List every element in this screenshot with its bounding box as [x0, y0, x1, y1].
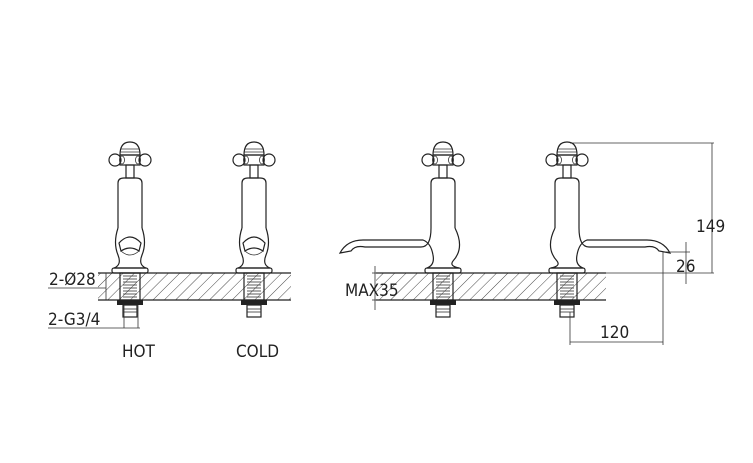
dim-height: 149 — [570, 142, 725, 274]
dim-spout-reach: 120 — [569, 252, 664, 345]
dim-spout-height: 26 — [663, 242, 695, 284]
cold-label: COLD — [236, 342, 279, 362]
svg-text:120: 120 — [600, 323, 629, 343]
right-tap-side-view — [546, 142, 670, 317]
svg-text:26: 26 — [676, 257, 695, 277]
countertop-section-front — [98, 272, 291, 301]
dim-hole-diameter: 2-Ø28 — [48, 270, 107, 300]
svg-text:MAX35: MAX35 — [345, 281, 399, 301]
countertop-section-side — [376, 272, 606, 301]
svg-text:2-G3/4: 2-G3/4 — [48, 310, 100, 330]
hot-label: HOT — [122, 342, 156, 362]
svg-text:149: 149 — [696, 217, 725, 237]
dim-thread: 2-G3/4 — [48, 305, 140, 330]
svg-text:2-Ø28: 2-Ø28 — [49, 270, 96, 290]
dim-max-thickness: MAX35 — [345, 266, 399, 310]
